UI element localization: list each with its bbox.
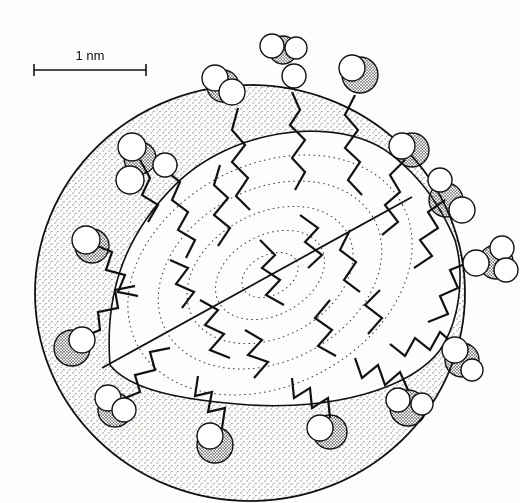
head-group xyxy=(339,55,378,93)
head-group xyxy=(260,34,307,88)
scale-bar: 1 nm xyxy=(34,48,146,76)
head-group xyxy=(463,236,518,282)
scale-bar-label: 1 nm xyxy=(76,48,105,63)
